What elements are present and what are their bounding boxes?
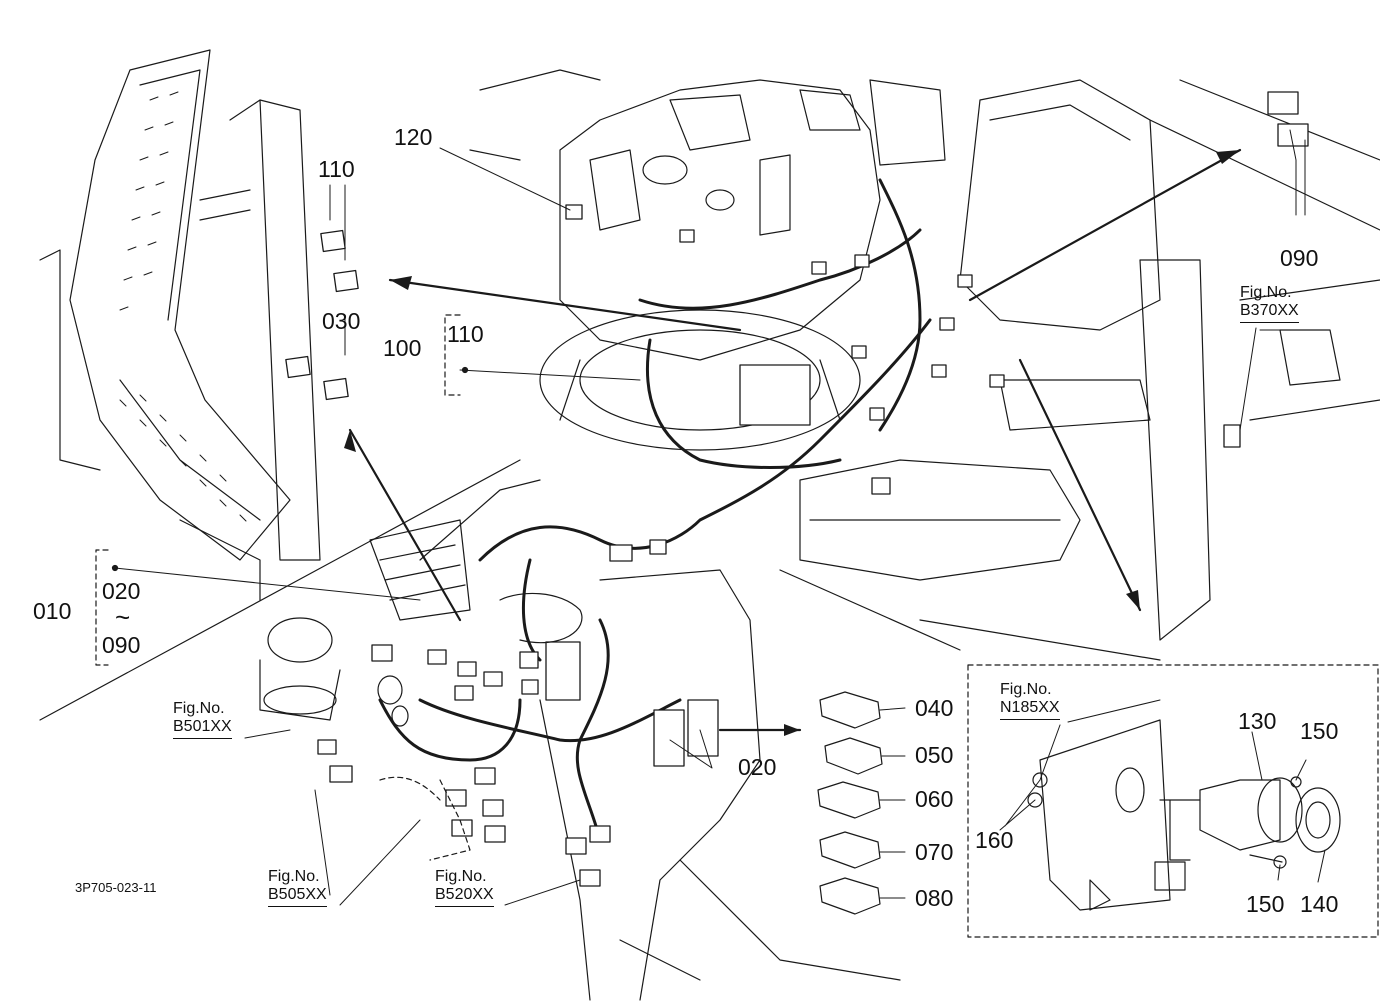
- figure-ref-b520xx[interactable]: Fig.No. B520XX: [435, 868, 494, 907]
- starter-motor-inset: [1027, 719, 1341, 911]
- harness-wires: [378, 178, 932, 842]
- label-range-start-020: 020: [102, 578, 141, 604]
- left-frame: [39, 99, 521, 721]
- label-part-040: 040: [915, 695, 954, 721]
- figure-ref-caption: Fig.No.: [1000, 681, 1052, 698]
- leader-lines: [114, 129, 1326, 906]
- fuse-icons: [817, 691, 883, 915]
- label-part-140: 140: [1300, 891, 1339, 917]
- arrow-heads: [344, 150, 1240, 736]
- dashed-enclosures: [95, 314, 1379, 938]
- figure-ref-n185xx[interactable]: Fig.No. N185XX: [1000, 681, 1060, 720]
- label-part-060: 060: [915, 786, 954, 812]
- label-part-150-top: 150: [1300, 718, 1339, 744]
- fuse-relay-block: [259, 479, 583, 727]
- dashboard: [469, 69, 946, 451]
- figure-ref-number: B501XX: [173, 718, 232, 739]
- document-id: 3P705-023-11: [75, 880, 157, 895]
- figure-ref-number: B370XX: [1240, 302, 1299, 323]
- label-part-120: 120: [394, 124, 433, 150]
- figure-ref-caption: Fig.No.: [435, 868, 487, 885]
- label-part-110-top: 110: [318, 156, 355, 182]
- label-part-050: 050: [915, 742, 954, 768]
- label-part-080: 080: [915, 885, 954, 911]
- figure-ref-number: N185XX: [1000, 699, 1060, 720]
- label-part-110-group: 110: [447, 321, 484, 347]
- connectors: [285, 91, 1309, 887]
- seat-and-body: [779, 79, 1380, 661]
- left-perforated-panel: [69, 49, 291, 561]
- figure-ref-caption: Fig.No.: [173, 700, 225, 717]
- label-part-150-bottom: 150: [1246, 891, 1285, 917]
- label-part-030: 030: [322, 308, 361, 334]
- label-part-160: 160: [975, 827, 1014, 853]
- label-part-070: 070: [915, 839, 954, 865]
- leader-dot-010: [111, 564, 119, 572]
- figure-ref-b501xx[interactable]: Fig.No. B501XX: [173, 700, 232, 739]
- label-part-130: 130: [1238, 708, 1277, 734]
- figure-ref-caption: Fig.No.: [268, 868, 320, 885]
- label-part-020: 020: [738, 754, 777, 780]
- figure-ref-number: B520XX: [435, 886, 494, 907]
- figure-ref-number: B505XX: [268, 886, 327, 907]
- arrows: [348, 148, 1242, 732]
- label-range-tilde: ~: [115, 602, 131, 632]
- label-part-100: 100: [383, 335, 422, 361]
- label-range-end-090: 090: [102, 632, 141, 658]
- figure-ref-caption: Fig.No.: [1240, 284, 1292, 301]
- label-part-090: 090: [1280, 245, 1319, 271]
- figure-ref-b505xx[interactable]: Fig.No. B505XX: [268, 868, 327, 907]
- leader-dot-100: [461, 366, 469, 374]
- figure-ref-b370xx[interactable]: Fig.No. B370XX: [1240, 284, 1299, 323]
- console-lower: [539, 569, 901, 1001]
- label-part-010: 010: [33, 598, 72, 624]
